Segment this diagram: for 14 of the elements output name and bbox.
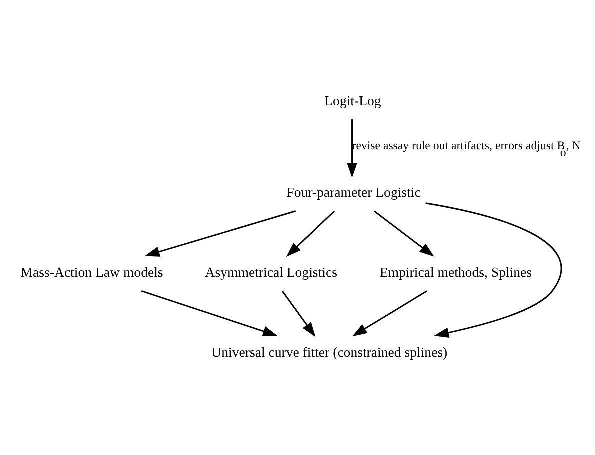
- arrow: [286, 210, 335, 258]
- arrow: [144, 210, 296, 257]
- arrow: [141, 290, 278, 336]
- arrow: [352, 290, 428, 337]
- arrow: [374, 210, 434, 257]
- arrow: [426, 202, 562, 338]
- node-text: Mass-Action Law models: [20, 265, 164, 280]
- node-text: Asymmetrical Logistics: [205, 265, 338, 280]
- node-text: Four-parameter Logistic: [286, 185, 421, 200]
- node-text: Universal curve fitter (constrained splines): [212, 344, 448, 360]
- node-text: Empirical methods, Splines: [380, 265, 532, 280]
- arrow: [282, 290, 316, 338]
- arrow: [347, 120, 358, 178]
- node-text: Logit-Log: [324, 93, 382, 108]
